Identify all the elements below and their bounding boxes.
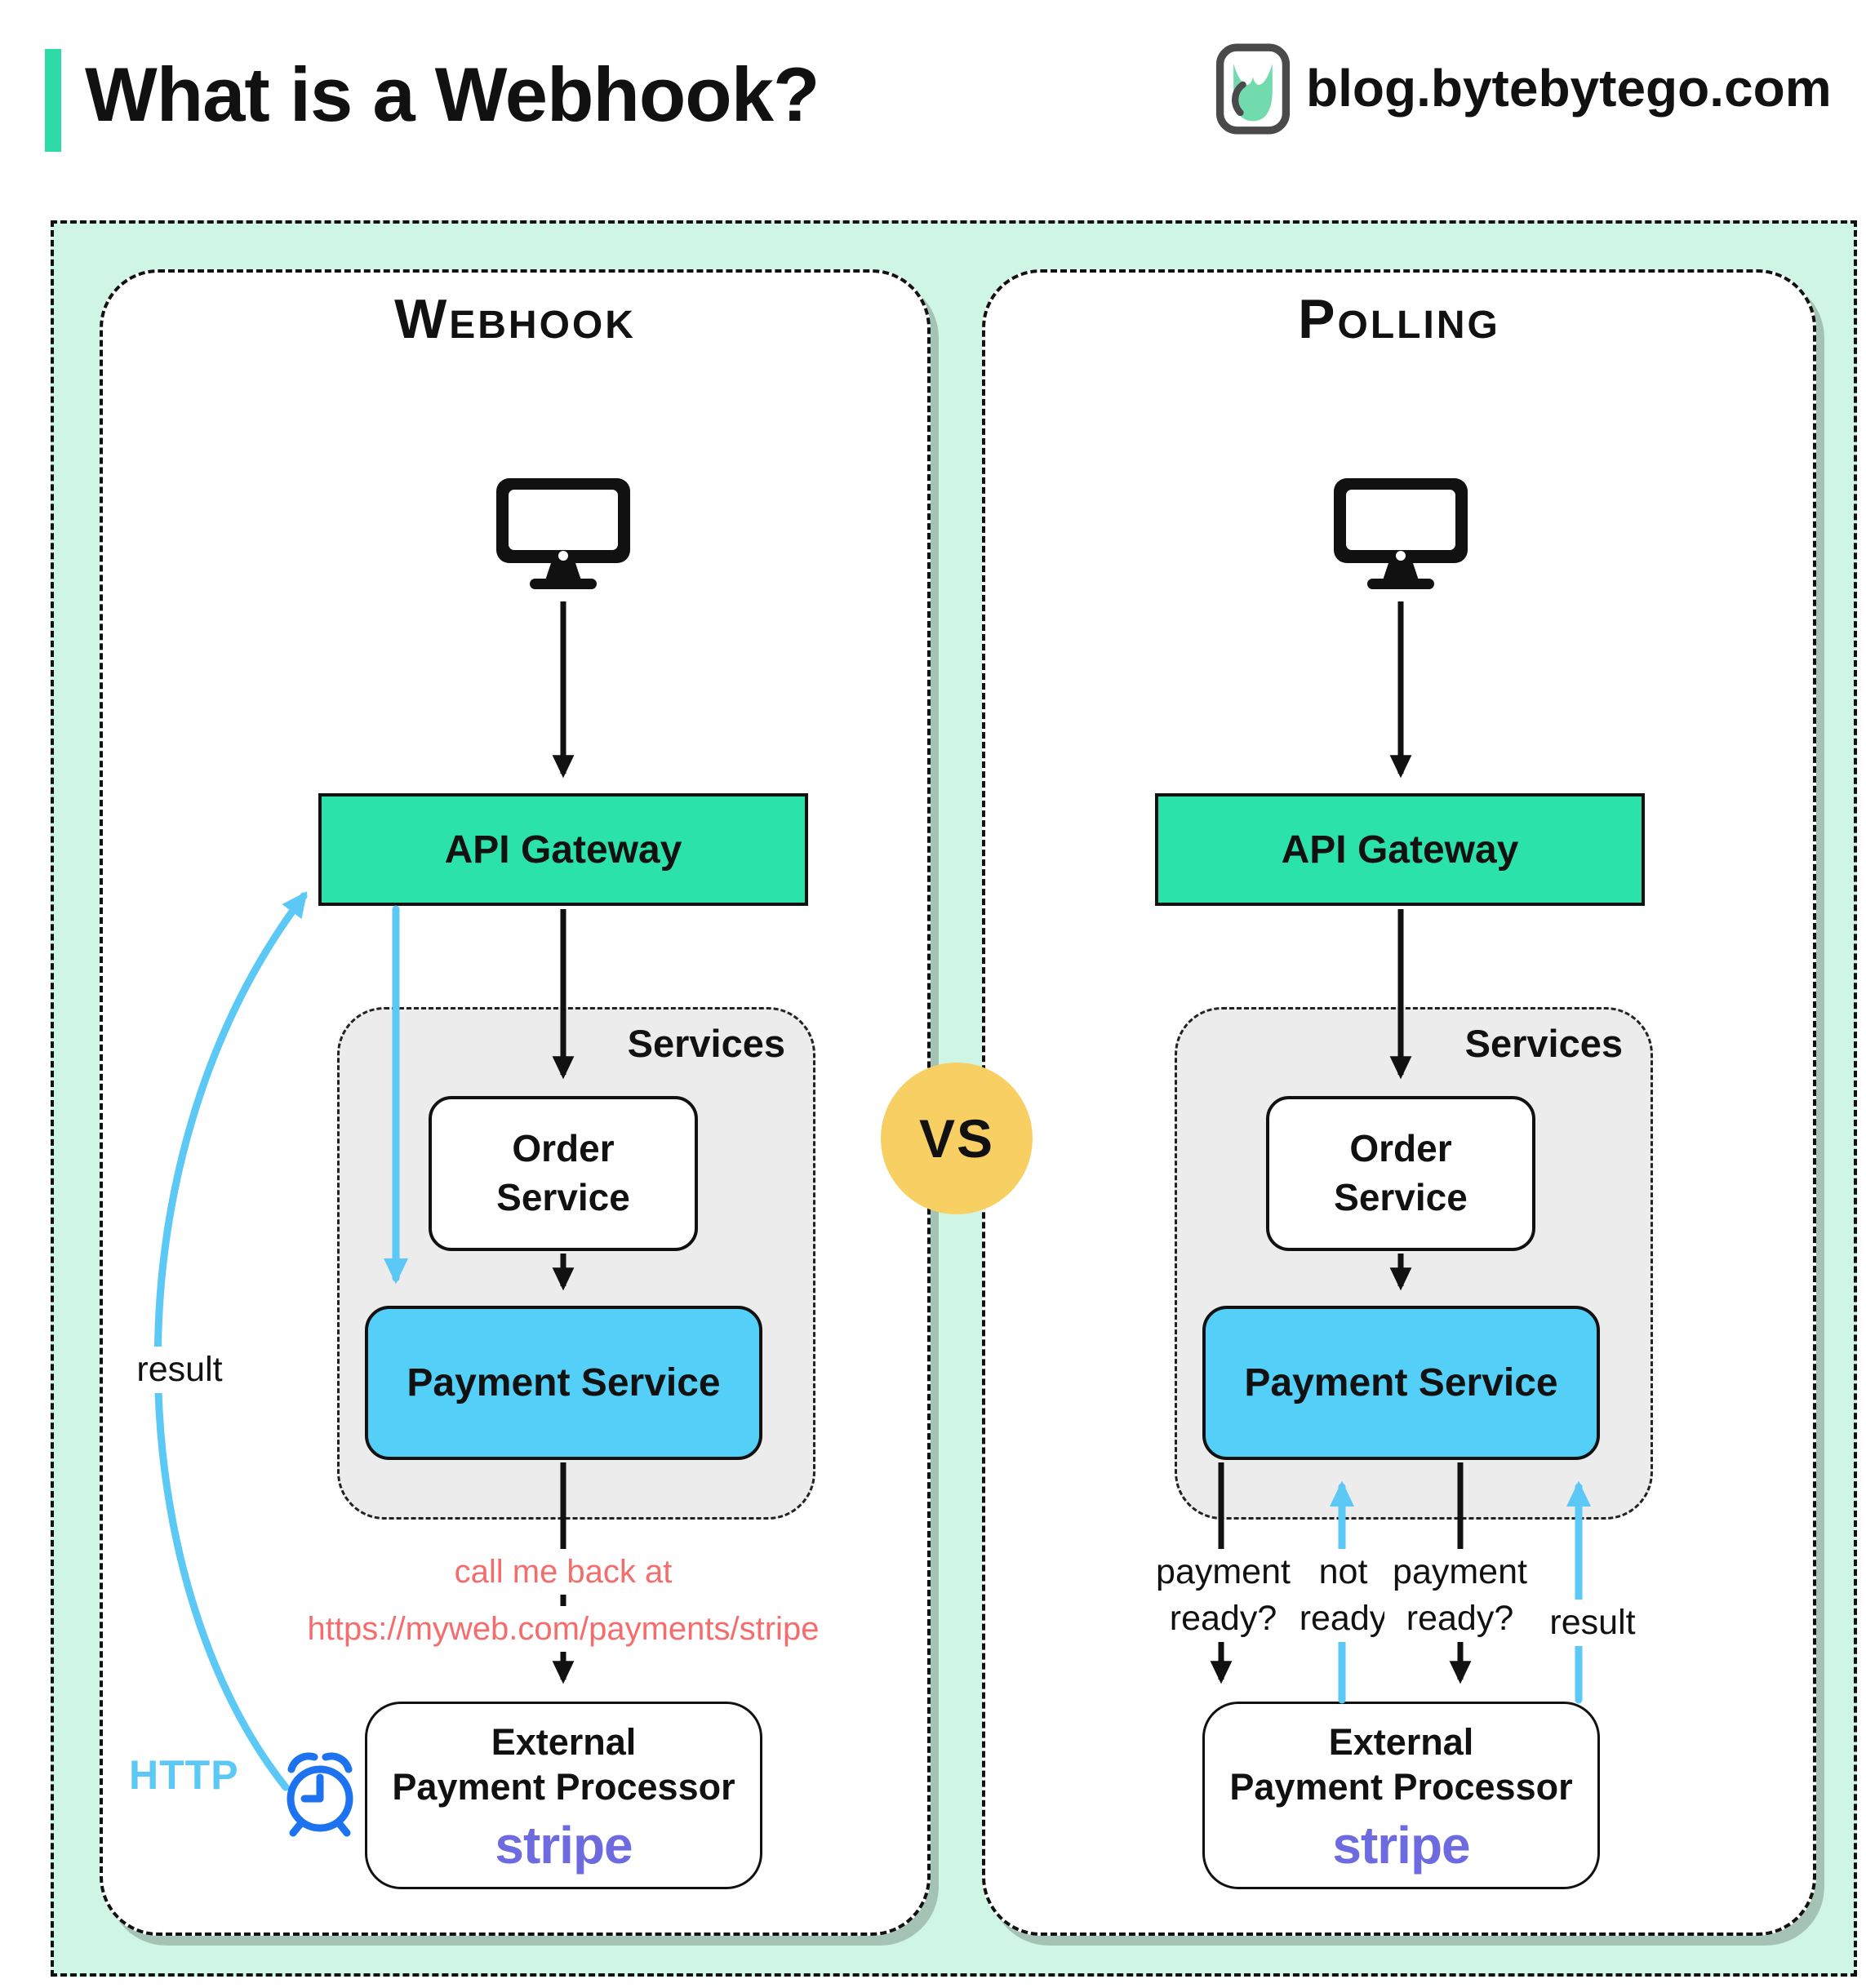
external-processor-line2: Payment Processor bbox=[1229, 1765, 1573, 1808]
label-result-polling: result bbox=[1533, 1600, 1652, 1646]
services-label: Services bbox=[627, 1022, 785, 1065]
callback-note: call me back at https://myweb.com/paymen… bbox=[278, 1549, 849, 1652]
external-processor-line1: External bbox=[491, 1721, 637, 1763]
api-gateway-box: API Gateway bbox=[318, 793, 808, 906]
logo-green-shape bbox=[1233, 63, 1273, 122]
stripe-logo: stripe bbox=[1332, 1815, 1470, 1875]
external-processor-line1: External bbox=[1328, 1721, 1474, 1763]
stripe-logo: stripe bbox=[495, 1815, 633, 1875]
polling-panel-title: Polling bbox=[1298, 288, 1500, 350]
bytebytego-logo-icon bbox=[1215, 43, 1291, 135]
webhook-panel-title: Webhook bbox=[394, 288, 636, 350]
api-gateway-label: API Gateway bbox=[444, 828, 682, 872]
label-payment-ready-1: payment ready? bbox=[1148, 1549, 1299, 1642]
order-service-label: Order Service bbox=[496, 1127, 630, 1218]
page-title: What is a Webhook? bbox=[85, 51, 820, 137]
external-processor-box: External Payment Processor stripe bbox=[365, 1702, 762, 1889]
payment-service-box: Payment Service bbox=[365, 1306, 762, 1460]
label-payment-ready-2: payment ready? bbox=[1384, 1549, 1535, 1642]
title-accent-bar bbox=[45, 49, 61, 152]
callback-line2: https://myweb.com/payments/stripe bbox=[299, 1606, 828, 1652]
api-gateway-label: API Gateway bbox=[1281, 828, 1519, 872]
alarm-clock-icon bbox=[287, 1752, 353, 1837]
client-computer-icon bbox=[496, 478, 630, 589]
payment-service-label: Payment Service bbox=[1244, 1361, 1558, 1404]
label-not-ready: not ready bbox=[1296, 1549, 1390, 1642]
payment-service-label: Payment Service bbox=[407, 1361, 721, 1404]
callback-line1: call me back at bbox=[446, 1549, 681, 1595]
order-service-box: Order Service bbox=[1266, 1096, 1535, 1251]
external-processor-line2: Payment Processor bbox=[392, 1765, 735, 1808]
order-service-box: Order Service bbox=[429, 1096, 698, 1251]
site-url: blog.bytebytego.com bbox=[1306, 59, 1832, 118]
result-label-webhook: result bbox=[122, 1347, 237, 1393]
payment-service-box: Payment Service bbox=[1202, 1306, 1600, 1460]
vs-badge: VS bbox=[881, 1063, 1033, 1214]
logo-swirl bbox=[1232, 81, 1246, 117]
client-computer-icon bbox=[1334, 478, 1468, 589]
external-processor-box: External Payment Processor stripe bbox=[1202, 1702, 1600, 1889]
services-label: Services bbox=[1464, 1022, 1623, 1065]
api-gateway-box: API Gateway bbox=[1155, 793, 1645, 906]
order-service-label: Order Service bbox=[1334, 1127, 1468, 1218]
http-label: HTTP bbox=[129, 1752, 239, 1798]
